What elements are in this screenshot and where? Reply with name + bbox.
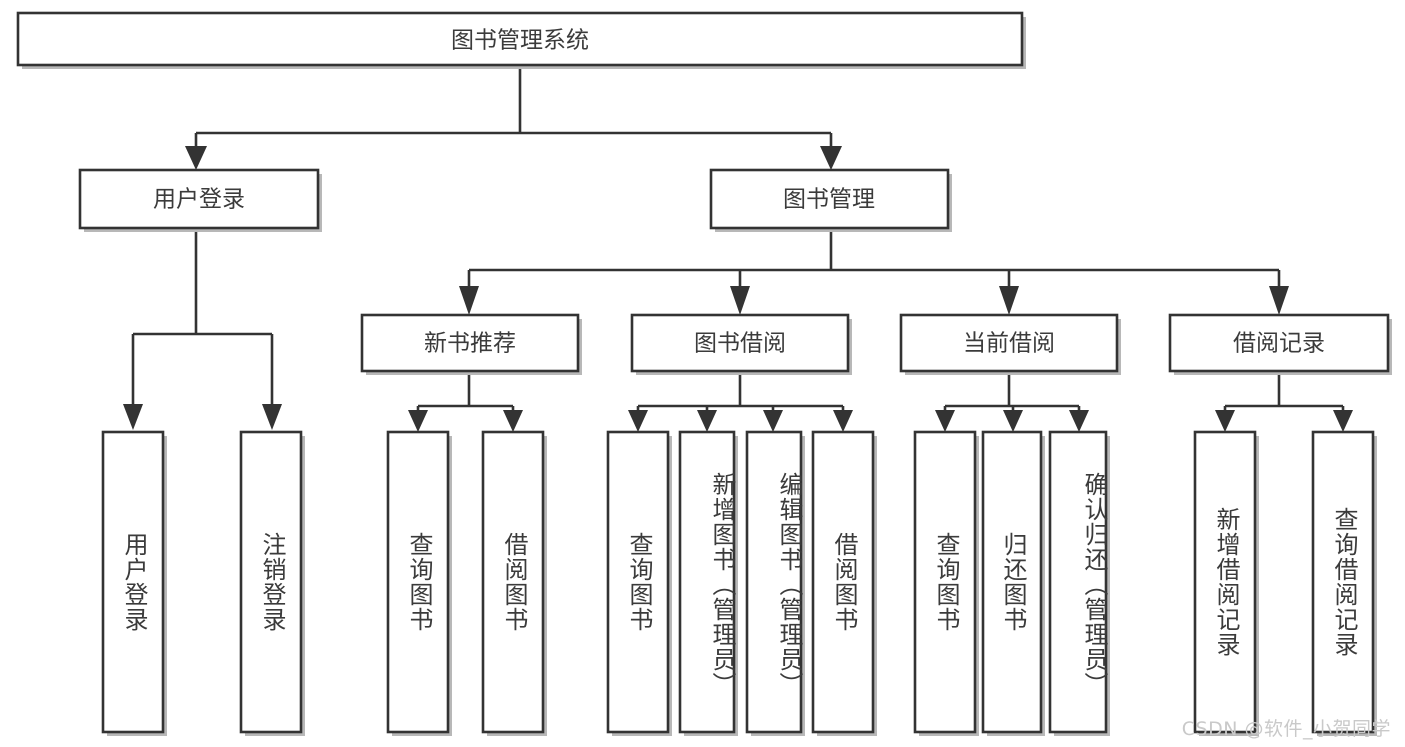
leaf-query-book-2-box[interactable]: [606, 430, 670, 734]
arrow-icon-to-new-book-rec: [459, 286, 479, 315]
arrow-icon-leaf-confirm-return: [1069, 410, 1089, 432]
node-current-borrow[interactable]: 当前借阅: [899, 313, 1121, 375]
node-new-book-rec-label: 新书推荐: [424, 331, 516, 357]
connector-group-book-manage: [459, 232, 1289, 315]
watermark-text: CSDN @软件_小贺同学: [1181, 718, 1391, 740]
leaf-confirm-return-box[interactable]: [1048, 430, 1108, 734]
node-current-borrow-label: 当前借阅: [963, 331, 1055, 357]
leaf-borrow-book-2-box[interactable]: [811, 430, 875, 734]
connector-group-new-book-rec: [408, 375, 523, 432]
arrow-icon-leaf-add-book: [697, 410, 717, 432]
node-book-borrow-box[interactable]: [630, 313, 850, 373]
arrow-icon-leaf-query-book-2: [628, 410, 648, 432]
arrow-icon-leaf-query-record: [1333, 410, 1353, 432]
node-root-label: 图书管理系统: [451, 28, 589, 54]
leaf-add-record-box[interactable]: [1193, 430, 1257, 734]
leaf-query-record-box[interactable]: [1311, 430, 1375, 734]
arrow-icon-to-user-login: [185, 146, 207, 170]
node-user-login-label: 用户登录: [153, 187, 245, 213]
leaf-user-login-box[interactable]: [101, 430, 165, 734]
node-root[interactable]: 图书管理系统: [16, 11, 1026, 69]
arrow-icon-to-current-borrow: [999, 286, 1019, 315]
arrow-icon-to-book-manage: [820, 146, 842, 170]
arrow-icon-leaf-edit-book: [763, 410, 783, 432]
node-borrow-record-label: 借阅记录: [1233, 331, 1325, 357]
leaf-logout-login-box[interactable]: [239, 430, 303, 734]
leaf-edit-book-box[interactable]: [745, 430, 803, 734]
arrow-icon-to-borrow-record: [1269, 286, 1289, 315]
arrow-icon-leaf-return-book: [1003, 410, 1023, 432]
node-new-book-rec-box[interactable]: [360, 313, 580, 373]
arrow-icon-to-book-borrow: [730, 286, 750, 315]
connector-group-user-login: [123, 232, 282, 430]
leaf-add-book-box[interactable]: [678, 430, 736, 734]
arrow-icon-leaf-user-login: [123, 404, 143, 430]
arrow-icon-leaf-add-record: [1215, 410, 1235, 432]
arrow-icon-leaf-logout-login: [262, 404, 282, 430]
node-root-box[interactable]: [16, 11, 1024, 67]
node-current-borrow-box[interactable]: [899, 313, 1119, 373]
node-book-manage-label: 图书管理: [783, 187, 875, 213]
leaf-boxes: [101, 430, 1377, 736]
node-user-login[interactable]: 用户登录: [78, 168, 322, 232]
node-borrow-record[interactable]: 借阅记录: [1168, 313, 1392, 375]
leaf-query-book-3-box[interactable]: [913, 430, 977, 734]
node-book-manage[interactable]: 图书管理: [709, 168, 952, 232]
leaf-return-book-box[interactable]: [981, 430, 1043, 734]
leaf-query-book-1-box[interactable]: [386, 430, 450, 734]
connector-group-book-borrow: [628, 375, 853, 432]
arrow-icon-leaf-borrow-book-2: [833, 410, 853, 432]
arrow-icon-leaf-query-book-1: [408, 410, 428, 432]
arrow-icon-leaf-borrow-book-1: [503, 410, 523, 432]
node-book-manage-box[interactable]: [709, 168, 950, 230]
connector-group-root: [185, 66, 842, 170]
arrow-icon-leaf-query-book-3: [935, 410, 955, 432]
node-book-borrow[interactable]: 图书借阅: [630, 313, 852, 375]
node-user-login-box[interactable]: [78, 168, 320, 230]
connector-group-borrow-record: [1215, 375, 1353, 432]
node-new-book-rec[interactable]: 新书推荐: [360, 313, 582, 375]
node-borrow-record-box[interactable]: [1168, 313, 1390, 373]
leaf-borrow-book-1-box[interactable]: [481, 430, 545, 734]
connector-group-current-borrow: [935, 375, 1089, 432]
node-book-borrow-label: 图书借阅: [694, 331, 786, 357]
